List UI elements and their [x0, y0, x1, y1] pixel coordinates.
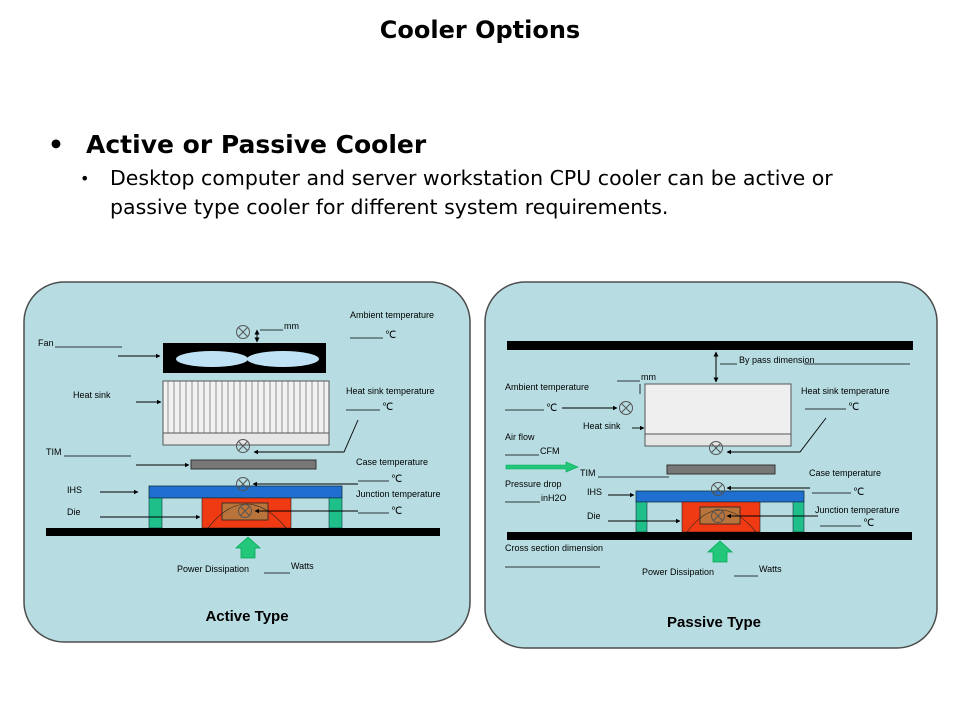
passive-heat-sink-probe-icon [709, 441, 723, 455]
active-heat-sink-label: Heat sink [73, 390, 111, 400]
passive-cfm-label: CFM [540, 446, 560, 456]
passive-junction-temp-unit: ℃ [863, 518, 874, 529]
active-hs-temp-unit: ℃ [382, 402, 393, 413]
passive-ihs [635, 490, 805, 503]
passive-junction-probe-icon [711, 509, 725, 523]
bullet-dot: • [48, 130, 64, 159]
passive-hs-temp-pointer [726, 417, 827, 455]
active-tim-label: TIM [46, 447, 62, 457]
passive-heat-sink [644, 383, 792, 435]
passive-ambient-label: Ambient temperature [505, 382, 589, 392]
passive-ambient-probe-icon [619, 401, 633, 415]
bullet-dot: • [80, 169, 90, 188]
pcb-board [46, 528, 440, 536]
fan-blade-right [247, 351, 319, 367]
passive-die-label: Die [587, 511, 601, 521]
active-case-temp-unit: ℃ [391, 474, 402, 485]
passive-inh2o-label: inH2O [541, 493, 567, 503]
active-junction-temp-label: Junction temperature [356, 489, 441, 499]
heat-sink-probe-icon [236, 439, 250, 453]
active-hs-temp-label: Heat sink temperature [346, 386, 435, 396]
sub-bullet-text: Desktop computer and server workstation … [110, 166, 833, 219]
active-fan-label: Fan [38, 338, 54, 348]
passive-heat-sink-label: Heat sink [583, 421, 621, 431]
passive-air-flow-label: Air flow [505, 432, 535, 442]
active-ambient-label: Ambient temperature [350, 310, 434, 320]
active-ihs-label: IHS [67, 485, 82, 495]
ambient-probe-icon [236, 325, 250, 339]
active-junction-temp-unit: ℃ [391, 506, 402, 517]
passive-heat-sink-base [644, 433, 792, 447]
active-mm-label: mm [284, 321, 299, 331]
active-case-temp-label: Case temperature [356, 457, 428, 467]
passive-ambient-unit: ℃ [546, 403, 557, 414]
passive-bypass-label: By pass dimension [739, 355, 815, 365]
case-probe-icon [236, 477, 250, 491]
fan-blade-left [176, 351, 248, 367]
passive-case-temp-label: Case temperature [809, 468, 881, 478]
passive-tim-label: TIM [580, 468, 596, 478]
passive-caption: Passive Type [667, 614, 761, 631]
active-die-label: Die [67, 507, 81, 517]
passive-hs-temp-label: Heat sink temperature [801, 386, 890, 396]
passive-power-label: Power Dissipation [642, 567, 714, 577]
junction-probe-icon [238, 504, 252, 518]
heat-sink-fins [162, 380, 330, 434]
chassis-top-wall [507, 341, 913, 350]
passive-mm-label: mm [641, 372, 656, 382]
active-watts-label: Watts [291, 561, 314, 571]
passive-pcb-board [507, 532, 912, 540]
passive-watts-label: Watts [759, 564, 782, 574]
slide-title: Cooler Options [379, 16, 581, 44]
passive-cross-section-label: Cross section dimension [505, 543, 603, 553]
passive-case-probe-icon [711, 482, 725, 496]
passive-case-temp-unit: ℃ [853, 487, 864, 498]
passive-power-arrow [706, 540, 734, 563]
air-flow-arrow [505, 461, 579, 473]
hs-temp-pointer [253, 419, 359, 455]
active-caption: Active Type [205, 608, 288, 625]
passive-ihs-label: IHS [587, 487, 602, 497]
passive-junction-temp-label: Junction temperature [815, 505, 900, 515]
active-ambient-unit: ℃ [385, 330, 396, 341]
passive-pressure-drop-label: Pressure drop [505, 479, 562, 489]
passive-ihs-leg-left [635, 501, 648, 533]
passive-tim-layer [666, 464, 776, 475]
main-bullet-text: Active or Passive Cooler [86, 130, 427, 159]
power-dissipation-arrow [234, 536, 262, 559]
passive-ihs-leg-right [792, 501, 805, 533]
tim-layer [190, 459, 317, 470]
heat-sink-base [162, 432, 330, 446]
passive-hs-temp-unit: ℃ [848, 402, 859, 413]
active-power-label: Power Dissipation [177, 564, 249, 574]
